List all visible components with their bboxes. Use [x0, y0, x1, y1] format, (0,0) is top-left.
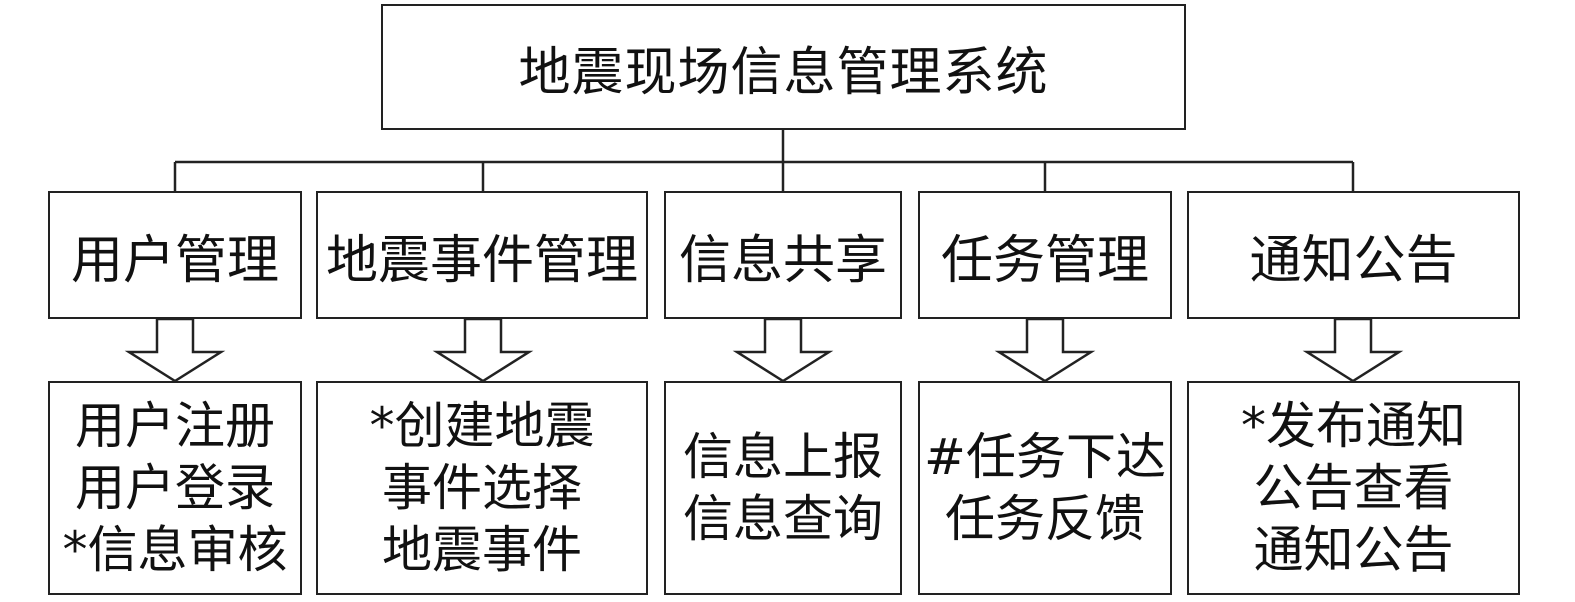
function-item: *创建地震	[369, 397, 595, 455]
module-box-task-management: 任务管理	[918, 191, 1172, 319]
function-item: 用户注册	[75, 397, 275, 455]
module-box-earthquake-event-management: 地震事件管理	[316, 191, 648, 319]
module-label: 通知公告	[1249, 230, 1458, 291]
function-item: 事件选择	[382, 459, 582, 517]
arrow-information-sharing	[732, 317, 834, 383]
function-item: 用户登录	[75, 459, 275, 517]
function-box-earthquake-event-management: *创建地震 事件选择 地震事件	[316, 381, 648, 595]
function-item: #任务下达	[924, 428, 1166, 486]
arrow-user-management	[124, 317, 226, 383]
module-label: 用户管理	[70, 230, 279, 291]
function-box-notice-announcement: *发布通知 公告查看 通知公告	[1187, 381, 1520, 595]
function-item: 信息上报	[683, 428, 883, 486]
function-box-task-management: #任务下达 任务反馈	[918, 381, 1172, 595]
module-box-user-management: 用户管理	[48, 191, 302, 319]
system-root-box: 地震现场信息管理系统	[381, 4, 1186, 130]
function-item: 地震事件	[382, 521, 582, 579]
system-root-label: 地震现场信息管理系统	[518, 42, 1049, 103]
function-item: *信息审核	[62, 521, 288, 579]
module-box-information-sharing: 信息共享	[664, 191, 902, 319]
function-box-user-management: 用户注册 用户登录 *信息审核	[48, 381, 302, 595]
function-item: 信息查询	[683, 490, 883, 548]
function-item: *发布通知	[1241, 397, 1466, 455]
arrow-notice-announcement	[1302, 317, 1404, 383]
function-item: 任务反馈	[945, 490, 1145, 548]
function-box-information-sharing: 信息上报 信息查询	[664, 381, 902, 595]
module-label: 信息共享	[678, 230, 887, 291]
function-item: 公告查看	[1253, 459, 1454, 517]
arrow-task-management	[994, 317, 1096, 383]
arrow-earthquake-event-management	[432, 317, 534, 383]
module-label: 任务管理	[940, 230, 1149, 291]
module-box-notice-announcement: 通知公告	[1187, 191, 1520, 319]
function-item: 通知公告	[1253, 521, 1454, 579]
module-label: 地震事件管理	[325, 230, 638, 291]
